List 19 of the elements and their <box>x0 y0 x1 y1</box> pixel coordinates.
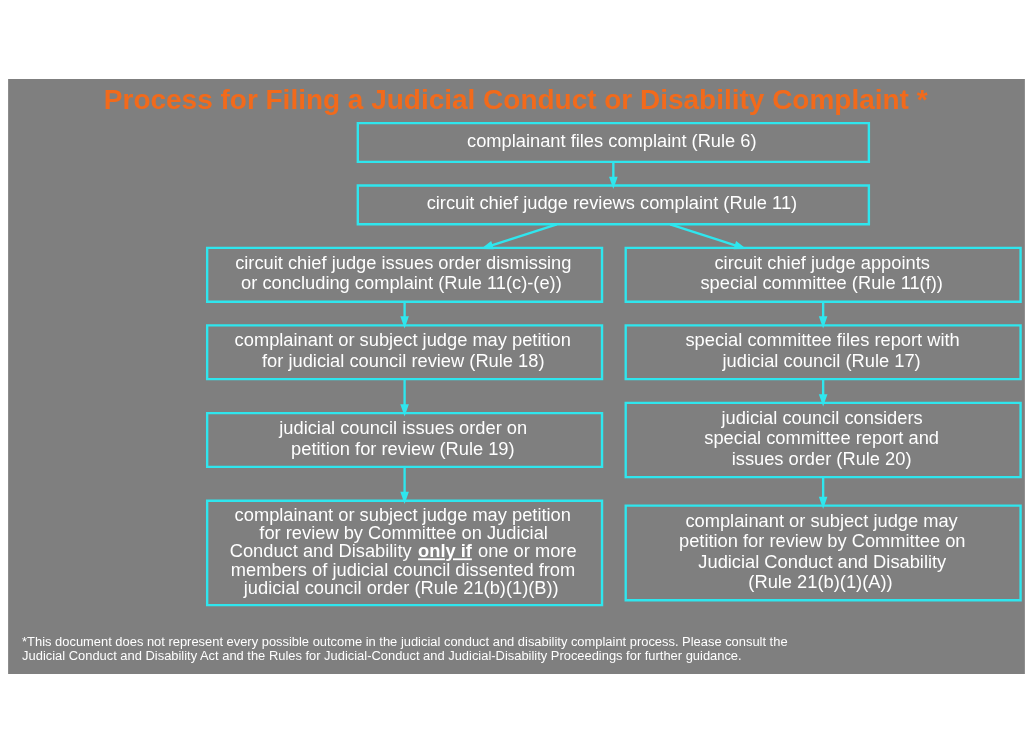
node-box: circuit chief judge reviews complaint (Rule 11) <box>356 184 871 226</box>
node-box: complainant or subject judge may petition for review by Committee on Judicial Conduct and Disability only if one or more members of judicial council dissented from judicial council order (Rule 21(b)(1)(B)) <box>205 499 604 607</box>
arrow <box>400 467 409 504</box>
node-box: judicial council issues order on petition for review (Rule 19) <box>205 411 604 469</box>
node-box: judicial council considers special committee report and issues order (Rule 20) <box>624 401 1022 479</box>
arrow <box>480 223 558 250</box>
node-box: circuit chief judge issues order dismissing or concluding complaint (Rule 11(c)-(e)) <box>205 246 604 303</box>
label: *This document does not represent every possible outcome in the judicial conduct and disability complaint process. Please consult the Judicial Conduct and Disability Act and the Rules for Judicial-Conduct and Judicial-Disability Proceedings for further guidance. <box>22 633 788 663</box>
arrow <box>400 379 409 417</box>
arrow <box>400 301 409 329</box>
node-box: circuit chief judge appoints special committee (Rule 11(f)) <box>624 246 1022 303</box>
node-box: special committee files report with judicial council (Rule 17) <box>624 324 1022 381</box>
arrow <box>609 161 618 190</box>
diagram-title: Process for Filing a Judicial Conduct or Disability Complaint * <box>103 83 928 115</box>
arrow <box>818 477 828 509</box>
node-box: complainant files complaint (Rule 6) <box>356 121 871 164</box>
node-box: complainant or subject judge may petition for review by Committee on Judicial Conduct and Disability (Rule 21(b)(1)(A)) <box>624 504 1022 602</box>
arrow <box>669 223 747 250</box>
node-box: complainant or subject judge may petition for judicial council review (Rule 18) <box>205 324 604 381</box>
